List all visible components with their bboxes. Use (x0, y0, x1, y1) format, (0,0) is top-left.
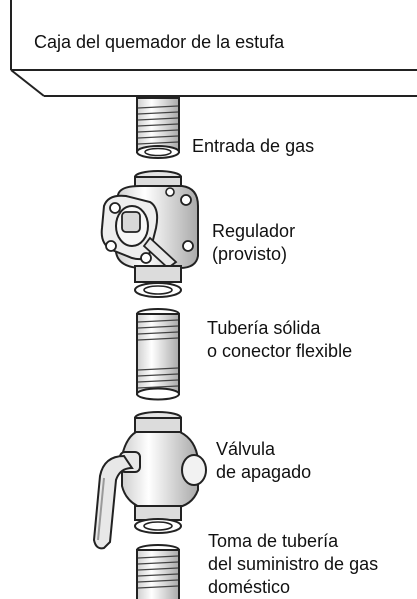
supply-label: Toma de tubería del suministro de gas do… (208, 530, 378, 599)
supply-label-line-2: del suministro de gas (208, 554, 379, 574)
shutoff-valve-icon (92, 411, 207, 550)
pipe-label: Tubería sólida o conector flexible (207, 317, 352, 363)
valve-label: Válvula de apagado (216, 438, 311, 484)
pipe-label-line-2: o conector flexible (207, 341, 353, 361)
regulator-label-line-2: (provisto) (212, 244, 288, 264)
supply-label-line-3: doméstico (208, 577, 291, 597)
regulator-icon (100, 170, 199, 298)
burner-box-label: Caja del quemador de la estufa (34, 32, 285, 52)
pipe-label-line-1: Tubería sólida (207, 318, 321, 338)
regulator-label: Regulador (provisto) (212, 220, 295, 266)
valve-label-line-1: Válvula (216, 439, 276, 459)
gas-inlet-pipe-icon (136, 97, 180, 159)
regulator-label-line-1: Regulador (212, 221, 296, 241)
pipe-nipple-icon (136, 308, 180, 401)
supply-pipe-icon (136, 544, 180, 599)
gas-inlet-label: Entrada de gas (192, 135, 314, 158)
valve-label-line-2: de apagado (216, 462, 312, 482)
gas-inlet-label-text: Entrada de gas (192, 136, 315, 156)
burner-box-icon (10, 0, 417, 97)
supply-label-line-1: Toma de tubería (208, 531, 339, 551)
